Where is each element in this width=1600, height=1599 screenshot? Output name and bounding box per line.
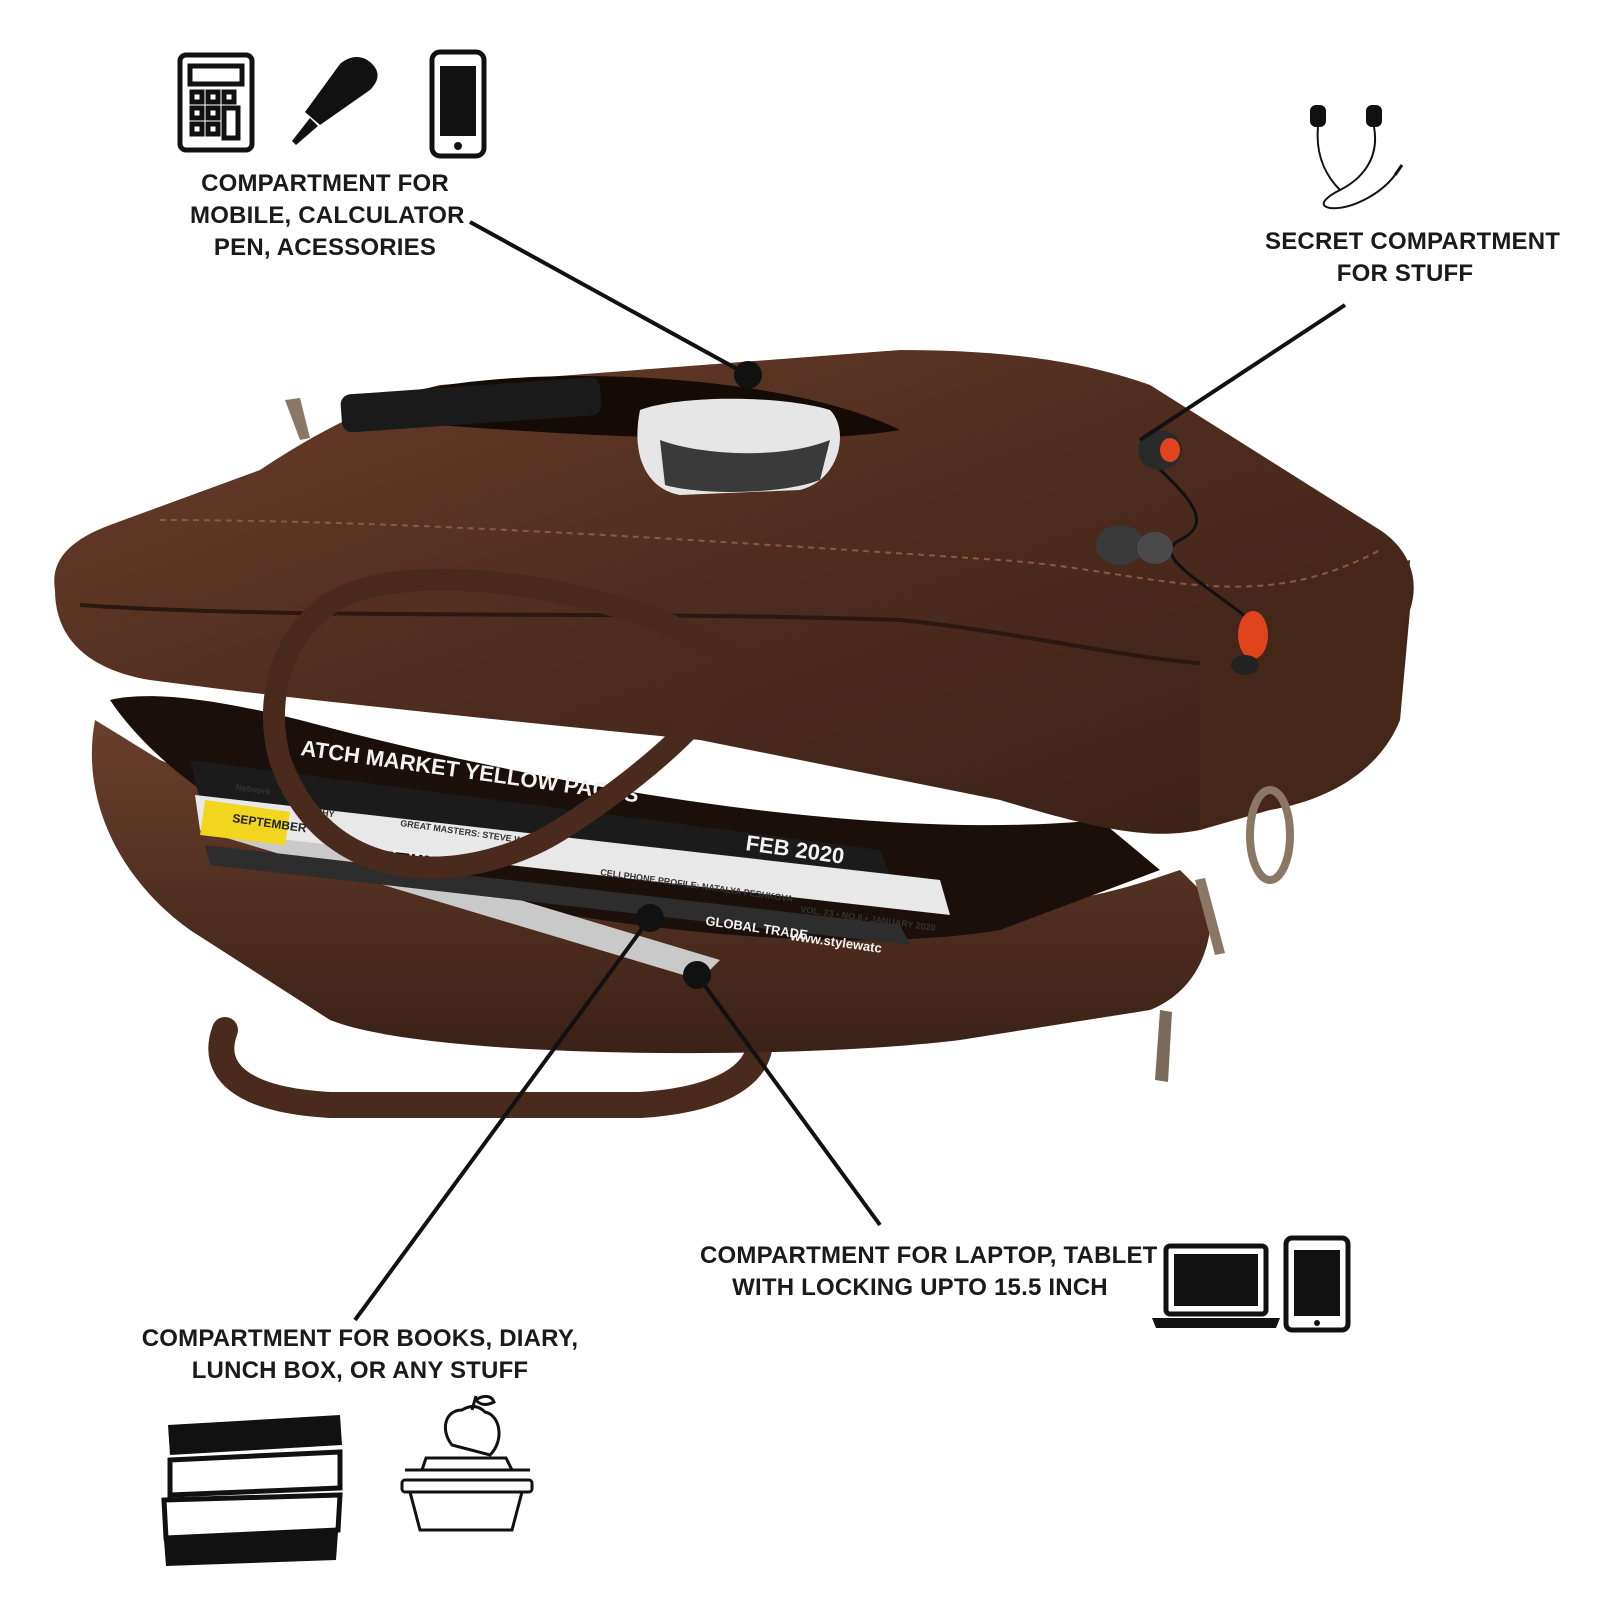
mobile-phone-icon [429,49,487,159]
pointer-lines [353,220,1347,1322]
pointer-top-dot [734,361,762,389]
callout-laptop-line-2: WITH LOCKING UPTO 15.5 INCH [732,1274,1108,1301]
callout-laptop-line-1: COMPARTMENT FOR LAPTOP, TABLET [700,1242,1158,1269]
callout-laptop: COMPARTMENT FOR LAPTOP, TABLET WITH LOCK… [700,1240,1158,1304]
tablet-icon [1283,1235,1351,1333]
callout-secret-line-1: SECRET COMPARTMENT [1265,228,1561,255]
laptop-icon [1152,1243,1280,1328]
pointer-laptop [695,973,882,1227]
callout-books-line-1: COMPARTMENT FOR BOOKS, DIARY, [141,1325,579,1352]
callout-books-line-2: LUNCH BOX, OR ANY STUFF [191,1357,529,1384]
pointer-laptop-dot [683,961,711,989]
callout-secret-line-2: FOR STUFF [1336,260,1474,287]
pointer-secret [1138,303,1347,442]
books-stack-icon [161,1415,343,1566]
lunch-box-icon [400,1394,534,1532]
pointer-books-dot [636,904,664,932]
callout-accessories-line-2: MOBILE, CALCULATOR [190,202,465,229]
pointer-books [353,916,652,1322]
pointer-top [469,220,749,377]
callout-secret: SECRET COMPARTMENT FOR STUFF [1265,226,1561,290]
callout-books: COMPARTMENT FOR BOOKS, DIARY, LUNCH BOX,… [140,1323,580,1387]
earphones-icon [1310,105,1404,210]
earphones-photo [1096,430,1268,675]
callout-accessories-line-1: COMPARTMENT FOR [201,170,449,197]
calculator-icon [177,52,255,153]
fountain-pen-icon [292,56,378,145]
callout-accessories: COMPARTMENT FOR MOBILE, CALCULATOR PEN, … [190,168,465,264]
callout-accessories-line-3: PEN, ACESSORIES [213,234,437,261]
